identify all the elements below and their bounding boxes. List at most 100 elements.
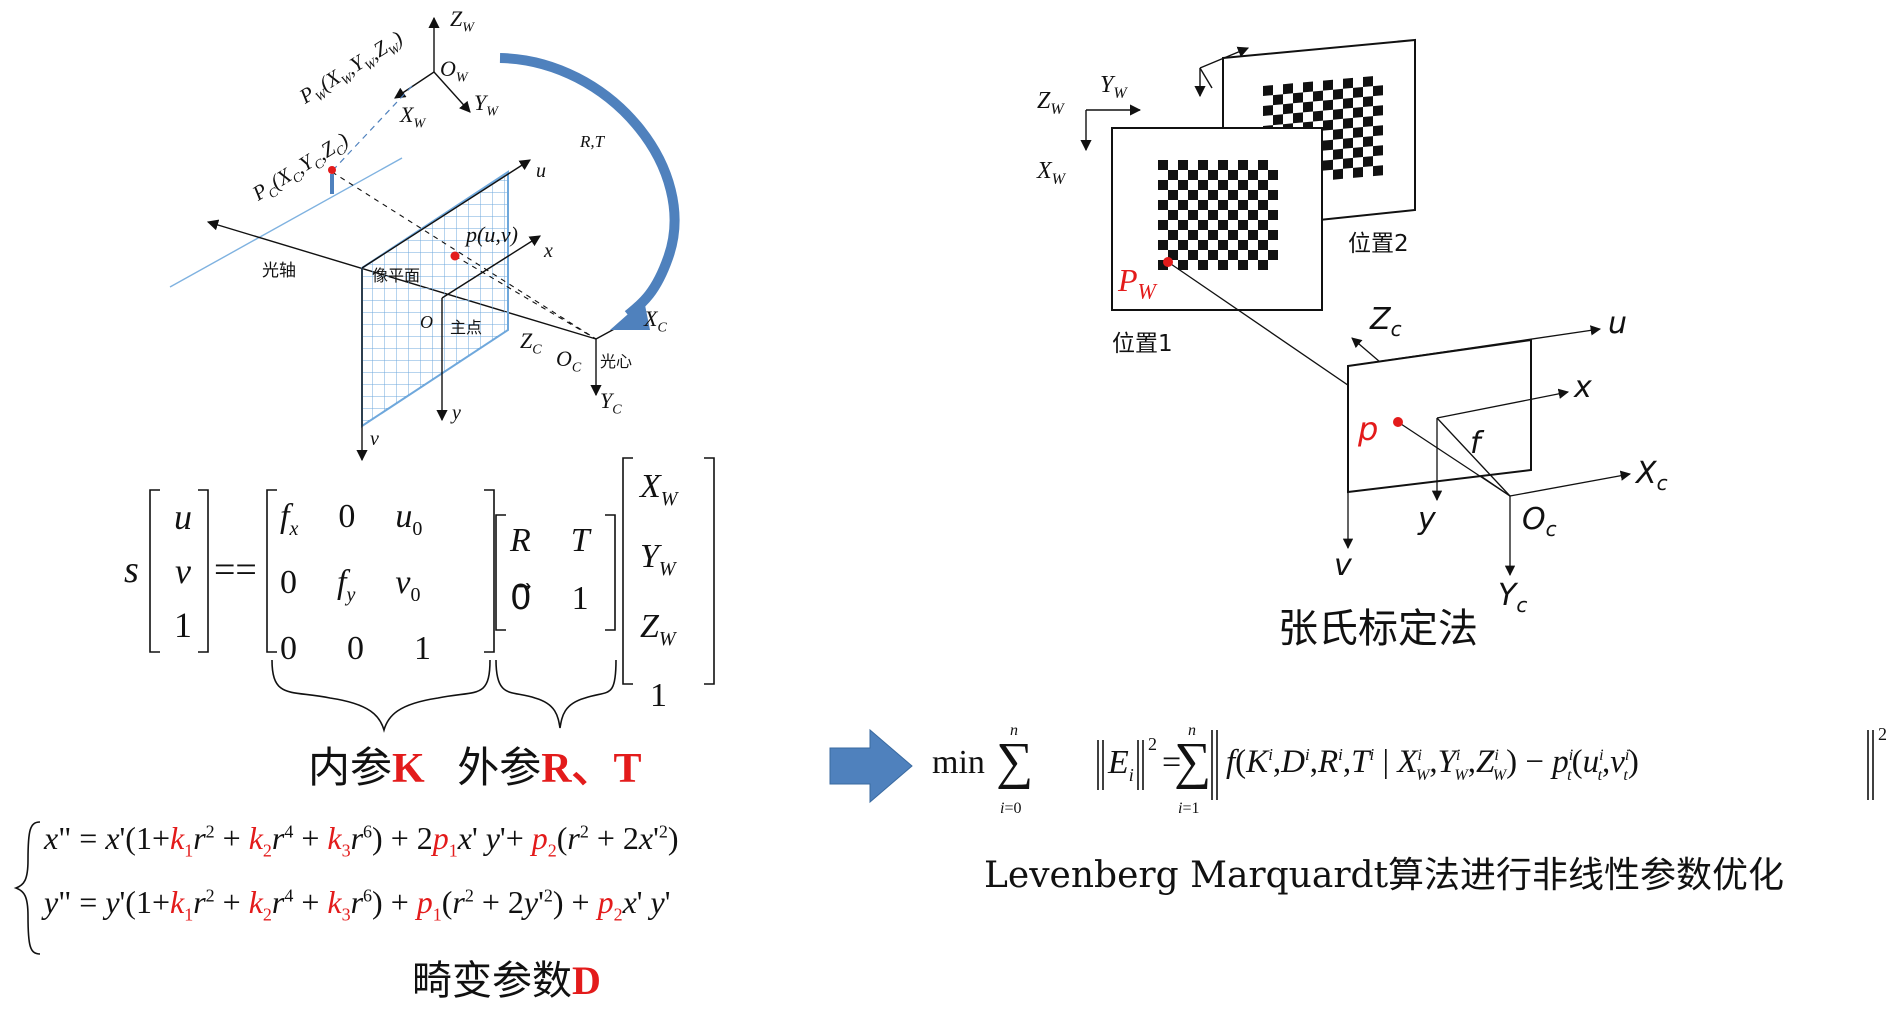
pc-point bbox=[328, 166, 336, 174]
label-yw: YW bbox=[474, 90, 498, 120]
checker-square bbox=[1198, 220, 1208, 230]
checker-square bbox=[1343, 137, 1353, 149]
checker-square bbox=[1363, 116, 1373, 127]
label-x-left: x bbox=[544, 240, 553, 262]
checker-square bbox=[1258, 160, 1268, 170]
u-axis bbox=[361, 159, 531, 269]
checker-square bbox=[1283, 83, 1293, 95]
checker-square bbox=[1323, 159, 1333, 171]
label-right-zw: ZW bbox=[1037, 88, 1064, 118]
world-ray bbox=[334, 85, 413, 169]
label-zc: ZC bbox=[520, 328, 542, 358]
label-v-left: v bbox=[370, 428, 379, 450]
checker-square bbox=[1258, 240, 1268, 250]
label-xw: XW bbox=[400, 102, 426, 132]
checker-square bbox=[1313, 90, 1323, 102]
pc-ray bbox=[331, 171, 597, 340]
checker-square bbox=[1198, 260, 1208, 270]
f-line bbox=[1436, 417, 1511, 497]
checker-square bbox=[1333, 108, 1343, 120]
checker-square bbox=[1238, 160, 1248, 170]
label-u-left: u bbox=[536, 160, 546, 182]
label-right-f: f bbox=[1470, 426, 1481, 461]
checker-square bbox=[1248, 190, 1258, 200]
checker-square bbox=[1228, 170, 1238, 180]
checker-square bbox=[1158, 240, 1168, 250]
checker-square bbox=[1333, 88, 1343, 100]
checker-square bbox=[1218, 220, 1228, 230]
label-right-yc: Yc bbox=[1498, 578, 1528, 617]
zhang-method-title: 张氏标定法 bbox=[1278, 606, 1478, 652]
checker-square bbox=[1353, 147, 1363, 158]
right-u-axis bbox=[1347, 325, 1602, 367]
checker-square bbox=[1363, 156, 1373, 167]
checker-square bbox=[1188, 170, 1198, 180]
checker-square bbox=[1158, 220, 1168, 230]
checker-square bbox=[1228, 250, 1238, 260]
checker-square bbox=[1303, 101, 1313, 113]
checker-square bbox=[1158, 160, 1168, 170]
checker-square bbox=[1343, 97, 1353, 109]
checker-square bbox=[1208, 190, 1218, 200]
distortion-y-eq: y" = y'(1+k1r2 + k2r4 + k3r6) + p1(r2 + … bbox=[44, 884, 671, 925]
checker-square bbox=[1333, 128, 1343, 140]
checker-square bbox=[1178, 240, 1188, 250]
checker-square bbox=[1238, 240, 1248, 250]
checker-square bbox=[1178, 200, 1188, 210]
checker-square bbox=[1168, 230, 1178, 240]
checker-square bbox=[1268, 250, 1278, 260]
checker-square bbox=[1248, 250, 1258, 260]
xw-axis bbox=[394, 71, 435, 99]
x-axis bbox=[441, 235, 541, 299]
checker-square bbox=[1333, 148, 1343, 160]
checker-square bbox=[1238, 200, 1248, 210]
checker-square bbox=[1258, 220, 1268, 230]
checker-square bbox=[1363, 76, 1373, 87]
checker-square bbox=[1178, 160, 1188, 170]
label-right-u: u bbox=[1608, 306, 1628, 341]
checker-square bbox=[1343, 117, 1353, 129]
checker-square bbox=[1373, 105, 1383, 117]
checker-square bbox=[1238, 260, 1248, 270]
checker-square bbox=[1158, 200, 1168, 210]
image-point bbox=[450, 251, 460, 261]
right-zc-axis bbox=[1351, 337, 1381, 363]
distortion-label: 畸变参数D bbox=[412, 958, 601, 1004]
checker-square bbox=[1353, 87, 1363, 98]
checker-square bbox=[1283, 103, 1293, 115]
checker-square bbox=[1323, 99, 1333, 111]
checker-square bbox=[1178, 180, 1188, 190]
checker-square bbox=[1238, 180, 1248, 190]
checker-square bbox=[1238, 220, 1248, 230]
label-image-plane: 像平面 bbox=[372, 266, 421, 285]
checker-square bbox=[1258, 200, 1268, 210]
checker-square bbox=[1323, 139, 1333, 151]
checker-square bbox=[1268, 190, 1278, 200]
checker-square bbox=[1208, 230, 1218, 240]
checker-square bbox=[1273, 114, 1283, 126]
p-ray bbox=[454, 255, 597, 340]
checker-square bbox=[1208, 170, 1218, 180]
label-right-xw: XW bbox=[1037, 158, 1065, 188]
checker-square bbox=[1178, 260, 1188, 270]
pw-point bbox=[1163, 257, 1173, 267]
checker-square bbox=[1353, 107, 1363, 118]
right-xc-axis bbox=[1509, 470, 1632, 497]
checker-square bbox=[1353, 167, 1363, 178]
label-rt: R,T bbox=[580, 132, 605, 151]
checker-square bbox=[1343, 157, 1353, 169]
checker-square bbox=[1363, 96, 1373, 107]
checker-square bbox=[1293, 112, 1303, 124]
checker-square bbox=[1263, 85, 1273, 96]
checker-square bbox=[1333, 168, 1343, 180]
label-optical-center: 光心 bbox=[600, 352, 633, 371]
checker-square bbox=[1303, 81, 1313, 93]
label-o: O bbox=[420, 312, 433, 332]
checker-square bbox=[1198, 240, 1208, 250]
label-puv: p(u,v) bbox=[466, 222, 518, 247]
label-right-oc: Oc bbox=[1522, 502, 1557, 541]
checker-square bbox=[1263, 105, 1273, 116]
label-right-v: v bbox=[1334, 548, 1352, 583]
checker-square bbox=[1268, 230, 1278, 240]
yw-axis bbox=[433, 71, 471, 113]
